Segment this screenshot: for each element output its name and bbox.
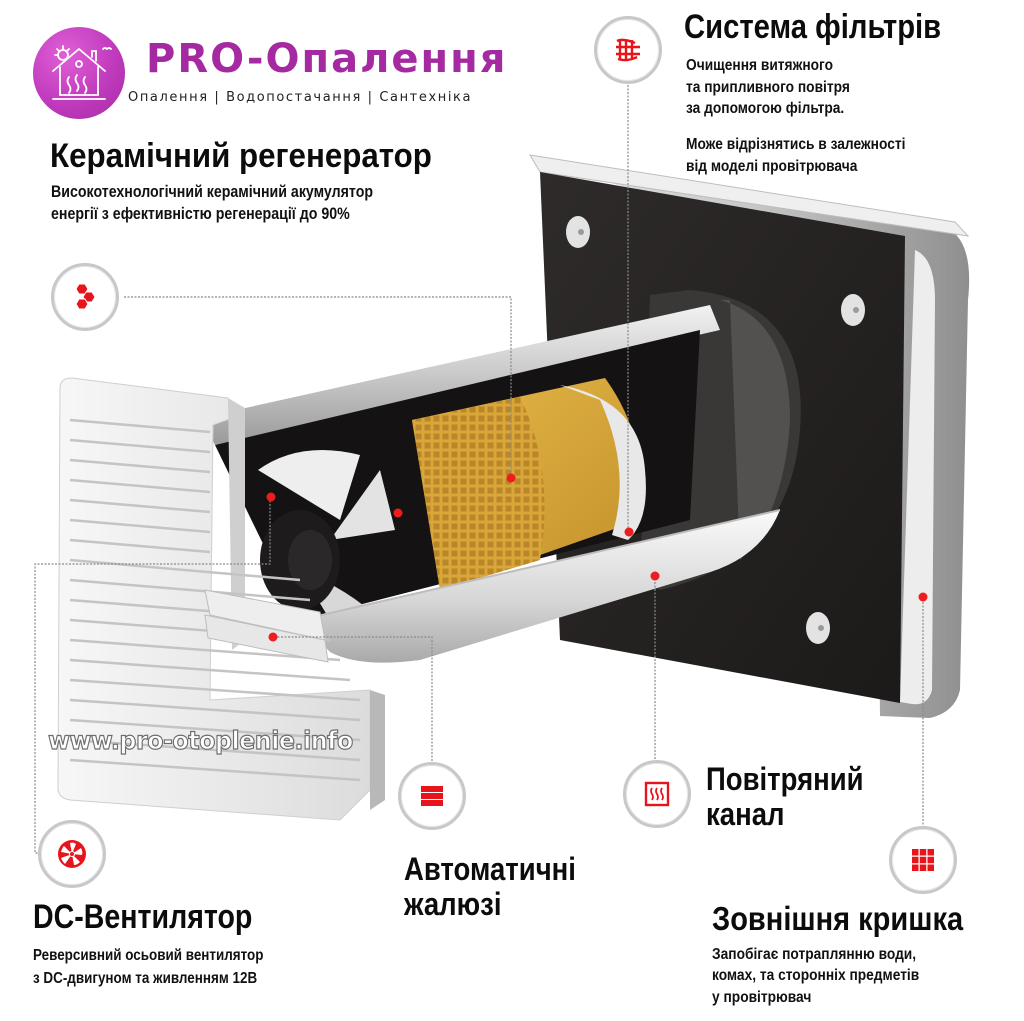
filter-desc-line: Очищення витяжного	[686, 57, 834, 74]
filter-desc-line: за допомогою фільтра.	[686, 100, 845, 118]
filter-callout-badge	[594, 16, 662, 84]
air-channel-callout-badge	[623, 760, 691, 828]
cover-desc-line: Запобігає потраплянню води,	[712, 946, 917, 963]
filter-icon	[616, 38, 640, 62]
filter-note: Може відрізнятись в залежності від модел…	[686, 134, 905, 177]
fan-icon	[58, 840, 86, 868]
blinds-icon	[421, 786, 443, 806]
fan-callout-badge	[38, 820, 106, 888]
air-channel-title-line: Повітряний	[706, 761, 864, 797]
cover-title: Зовнішня кришка	[712, 900, 964, 937]
ceramic-description: Високотехнологічний керамічний акумулято…	[51, 181, 373, 226]
ceramic-desc-line: Високотехнологічний керамічний акумулято…	[51, 183, 374, 201]
brand-logo	[33, 27, 125, 119]
ceramic-desc-line: енергії з ефективністю регенерації до 90…	[51, 205, 350, 224]
fan-desc-line: Реверсивний осьовий вентилятор	[33, 947, 264, 964]
brand-subtitle: Опалення | Водопостачання | Сантехніка	[128, 90, 473, 105]
air-channel-title: Повітряний канал	[706, 762, 864, 831]
filter-title: Система фільтрів	[684, 8, 942, 46]
honeycomb-icon	[75, 283, 96, 310]
ceramic-callout-badge	[51, 263, 119, 331]
blinds-title-line: жалюзі	[404, 885, 502, 922]
blinds-title: Автоматичні жалюзі	[404, 852, 576, 921]
house-heating-icon	[52, 45, 112, 100]
filter-desc-line: та припливного повітря	[686, 78, 850, 96]
cover-description: Запобігає потраплянню води, комах, та ст…	[712, 944, 919, 1008]
blinds-callout-badge	[398, 762, 466, 830]
fan-title: DC-Вентилятор	[33, 898, 253, 936]
blinds-title-line: Автоматичні	[404, 851, 576, 887]
cover-desc-line: у провітрювач	[712, 988, 812, 1006]
fan-desc-line: з DC-двигуном та живленням 12В	[33, 969, 258, 987]
fan-description: Реверсивний осьовий вентилятор з DC-двиг…	[33, 945, 263, 990]
air-channel-icon	[644, 781, 670, 807]
filter-note-line: від моделі провітрювача	[686, 157, 858, 175]
brand-title: PRO-Опалення	[146, 36, 508, 82]
air-channel-title-line: канал	[706, 795, 785, 832]
cover-callout-badge	[889, 826, 957, 894]
ceramic-title: Керамічний регенератор	[50, 137, 432, 175]
grid-cover-icon	[912, 849, 934, 871]
watermark-url: www.pro-otoplenie.info	[47, 725, 353, 755]
filter-description: Очищення витяжного та припливного повітр…	[686, 55, 850, 120]
filter-note-line: Може відрізнятись в залежності	[686, 136, 906, 153]
cover-desc-line: комах, та сторонніх предметів	[712, 967, 920, 985]
